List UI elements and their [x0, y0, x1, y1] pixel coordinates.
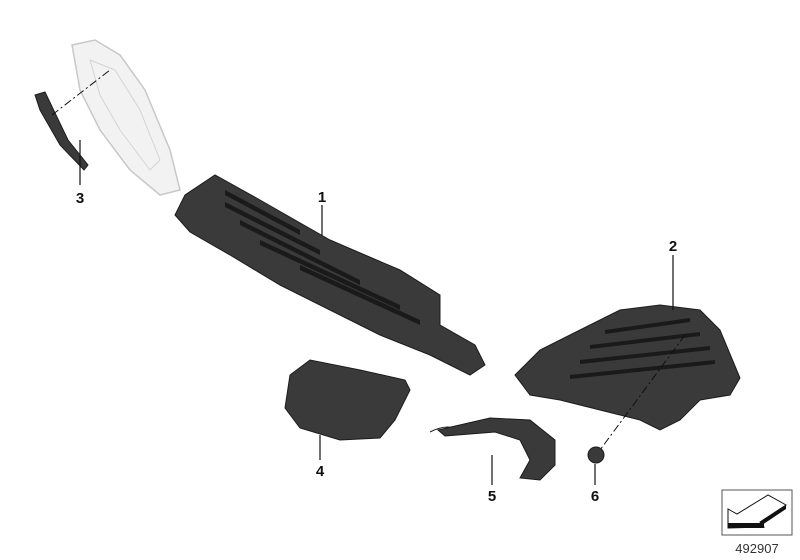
part-4-fog-cover[interactable] [284, 359, 461, 441]
part-3-trim-strip[interactable] [34, 69, 111, 171]
callout-6[interactable]: 6 [591, 488, 599, 505]
callout-4[interactable]: 4 [316, 463, 325, 480]
callout-3[interactable]: 3 [76, 190, 84, 207]
part-1-grille[interactable] [174, 174, 486, 376]
arrow-down-left-icon [721, 489, 793, 536]
part-6-clip[interactable] [587, 446, 605, 464]
part-5-trim-ring[interactable] [436, 417, 556, 481]
part-2-side-grille[interactable] [514, 304, 741, 451]
callout-2[interactable]: 2 [669, 238, 677, 255]
callout-5[interactable]: 5 [488, 488, 496, 505]
reference-number: 492907 [735, 541, 778, 556]
ghost-bracket [71, 39, 181, 196]
callout-1[interactable]: 1 [318, 189, 326, 206]
